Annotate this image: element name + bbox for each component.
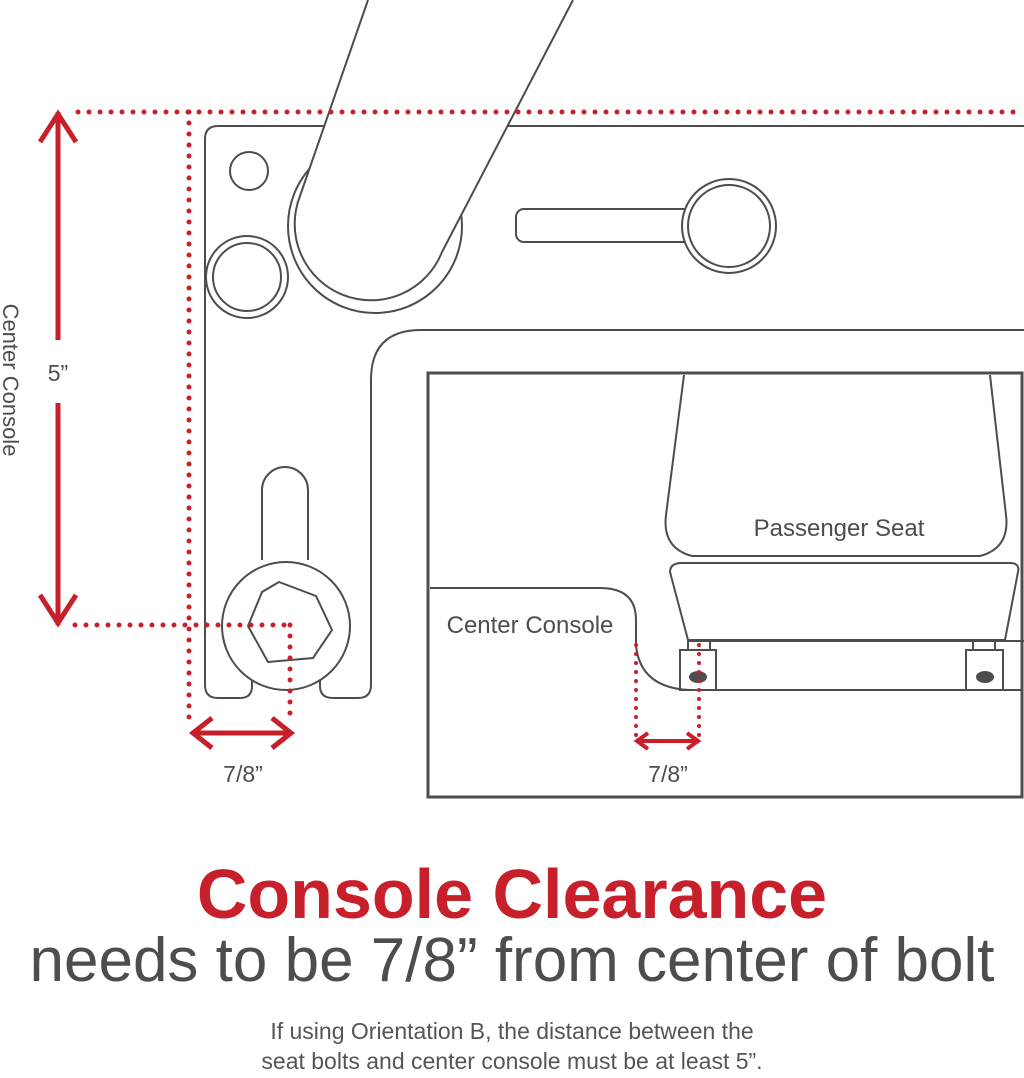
seat-bolt-right [976,671,994,683]
inset-arrowhead-right [685,731,702,751]
seat-bolt-tab-right [972,640,996,651]
left-arrowhead-left [188,716,214,750]
left-arrowhead-right [270,716,296,750]
adjust-knob-inner [687,184,771,268]
inset-frame [426,371,1024,799]
seat-back [664,374,1008,557]
caption-title: Console Clearance [196,855,828,933]
caption-note-line-1: If using Orientation B, the distance bet… [270,1018,754,1044]
inset-arrowhead-left [633,731,650,751]
corner-hole [205,235,289,319]
adjust-knob-outer [681,178,777,274]
inset-seat-label: Passenger Seat [754,515,925,542]
small-hole [229,151,269,191]
caption-note: If using Orientation B, the distance bet… [0,1016,1024,1076]
seat-bolt-bracket-right [965,649,1004,691]
arrowhead-up [37,109,79,144]
vertical-dimension-label: 5” [48,360,68,386]
left-horizontal-dimension-label: 7/8” [223,761,263,787]
inset-dimension-label: 7/8” [648,761,688,787]
left-axis-label: Center Console [0,304,23,457]
seat-bolt-left [689,671,707,683]
caption-note-line-2: seat bolts and center console must be at… [261,1048,763,1074]
adjust-slot [515,208,697,243]
bolt-slot [261,466,309,560]
corner-hole-inner [212,242,282,312]
arrowhead-down [37,593,79,628]
seat-cushion [668,562,1020,641]
inset-console-label: Center Console [447,612,614,639]
caption-subtitle: needs to be 7/8” from center of bolt [29,926,995,995]
seat-bolt-bracket-left [679,649,717,691]
swing-arm [293,0,574,302]
